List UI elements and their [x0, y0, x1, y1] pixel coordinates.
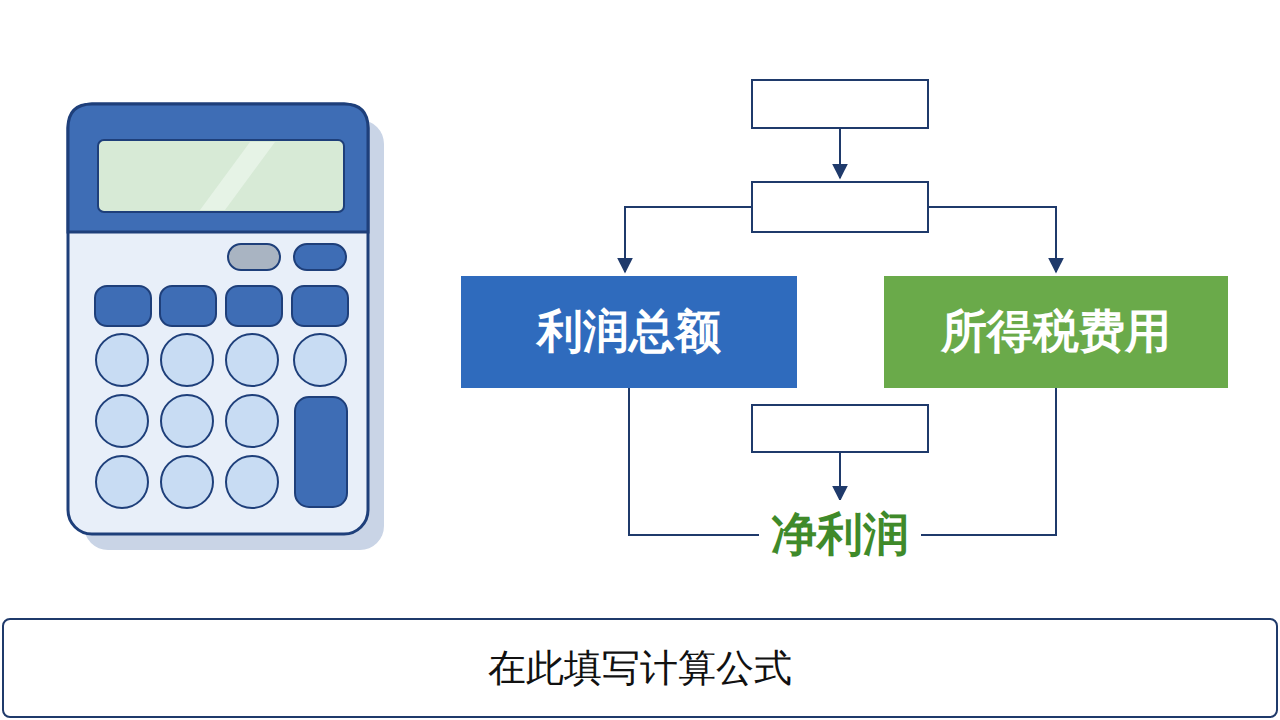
- node-text: 净利润: [771, 504, 909, 566]
- empty-box: [752, 80, 928, 128]
- connector: [629, 388, 759, 535]
- arrow: [839, 452, 841, 500]
- button: [226, 334, 278, 386]
- empty-box: [752, 182, 928, 232]
- button: [160, 286, 216, 326]
- button: [295, 397, 347, 507]
- result-label: 净利润: [759, 500, 921, 570]
- button: [226, 456, 278, 508]
- calculator-body: [68, 104, 368, 534]
- arrow: [625, 207, 752, 272]
- button: [96, 456, 148, 508]
- calculator-top: [68, 104, 368, 232]
- node-text: 所得税费用: [941, 301, 1171, 363]
- button: [226, 286, 282, 326]
- button: [161, 395, 213, 447]
- display-glare: [200, 142, 275, 210]
- button: [226, 395, 278, 447]
- button: [161, 334, 213, 386]
- node-text: 在此填写计算公式: [488, 643, 792, 694]
- process-box: 所得税费用: [884, 276, 1228, 388]
- node-text: 利润总额: [537, 301, 721, 363]
- connector: [921, 388, 1056, 535]
- arrow: [928, 207, 1056, 272]
- button: [292, 286, 348, 326]
- process-box: 利润总额: [461, 276, 797, 388]
- button: [161, 456, 213, 508]
- button: [95, 286, 151, 326]
- button: [294, 334, 346, 386]
- button: [228, 244, 280, 270]
- button: [96, 334, 148, 386]
- button: [294, 244, 346, 270]
- formula-bar: 在此填写计算公式: [2, 618, 1278, 718]
- calculator-icon: [68, 104, 384, 550]
- empty-box: [752, 405, 928, 452]
- arrow: [839, 128, 841, 178]
- button: [96, 395, 148, 447]
- calculator-display: [98, 140, 344, 212]
